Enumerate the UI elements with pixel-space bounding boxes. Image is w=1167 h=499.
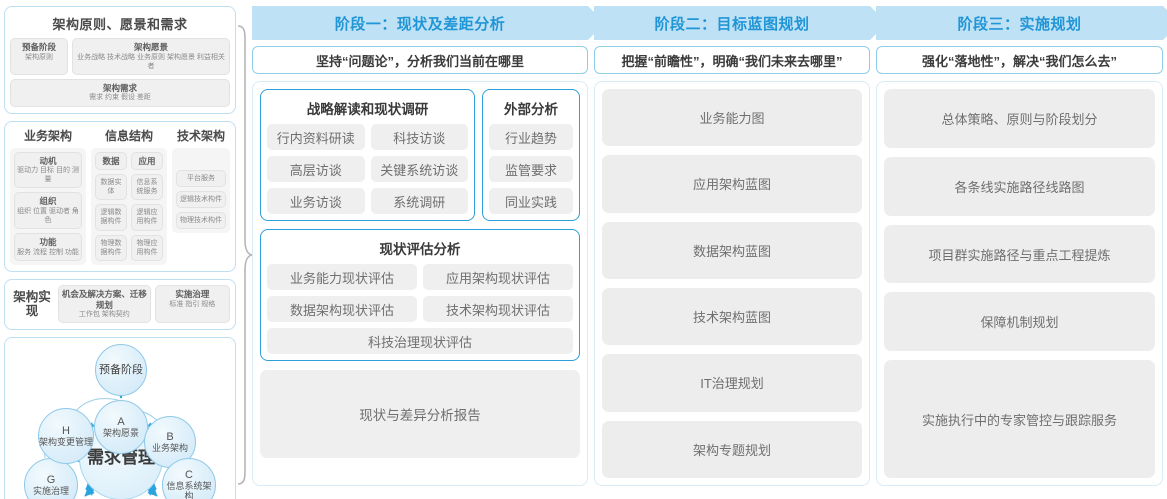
deliverable-pill[interactable]: 技术架构蓝图 <box>602 287 862 346</box>
information-structure-column: 信息结构 数据 数据实体 逻辑数据构件 物理数据构件 应用 信息系统服 <box>91 127 167 265</box>
prep-phase-sub: 架构原则 <box>25 53 53 61</box>
deliverable-pill[interactable]: 应用架构蓝图 <box>602 155 862 213</box>
phase-1-output-pill[interactable]: 现状与差异分析报告 <box>260 370 580 458</box>
architecture-principles-card: 架构原则、愿景和需求 预备阶段 架构原则 架构愿景 业务战略 技术战略 业务原则… <box>4 6 236 114</box>
phase-1-header[interactable]: 阶段一：现状及差距分析 <box>252 6 605 40</box>
prep-phase-head: 预备阶段 <box>21 42 56 52</box>
chevron-right-icon <box>1163 6 1167 40</box>
phase-2: 阶段二：目标蓝图规划 把握“前瞻性”，明确“我们未来去哪里” 业务能力图 应用架… <box>594 6 887 486</box>
phase-2-body: 业务能力图 应用架构蓝图 数据架构蓝图 技术架构蓝图 IT治理规划 架构专题规划 <box>594 81 870 486</box>
application-subcolumn: 应用 信息系统服务 逻辑应用构件 物理应用构件 <box>131 151 163 261</box>
organization-box: 组织 组织 位置 驱动者 角色 <box>14 192 82 230</box>
principles-title: 架构原则、愿景和需求 <box>52 17 188 32</box>
physical-application-component-box: 物理应用构件 <box>131 234 163 261</box>
phase-1-subtitle: 坚持“问题论”，分析我们当前在哪里 <box>252 46 588 74</box>
business-architecture-head: 业务架构 <box>23 128 72 143</box>
phase-1-header-label: 阶段一：现状及差距分析 <box>334 15 506 33</box>
data-head-box: 数据 <box>95 151 127 171</box>
physical-technology-component-box: 物理技术构件 <box>176 211 226 229</box>
vision-head: 架构愿景 <box>133 42 168 52</box>
phase-2-header[interactable]: 阶段二：目标蓝图规划 <box>594 6 887 40</box>
deliverable-pill[interactable]: 保障机制规划 <box>884 292 1155 352</box>
task-pill[interactable]: 关键系统访谈 <box>370 156 468 182</box>
opportunities-migration-box: 机会及解决方案、迁移规划 工作包 架构契约 <box>58 284 151 324</box>
task-pill[interactable]: 应用架构现状评估 <box>423 264 573 290</box>
adm-node-prep-label: 预备阶段 <box>99 364 143 377</box>
phase-1-body: 战略解读和现状调研 行内资料研读 科技访谈 高层访谈 关键系统访谈 业务访谈 系 <box>252 81 588 486</box>
task-pill[interactable]: 行业趋势 <box>489 124 573 150</box>
external-analysis-card: 外部分析 行业趋势 监管要求 同业实践 <box>482 89 580 221</box>
vision-sub: 业务战略 技术战略 业务原则 架构愿景 利益相关者 <box>77 53 225 70</box>
phase-3: 阶段三：实施规划 强化“落地性”，解决“我们怎么去” 总体策略、原则与阶段划分 … <box>876 6 1167 486</box>
physical-data-component-box: 物理数据构件 <box>95 234 127 261</box>
adm-node-prep[interactable]: 预备阶段 <box>95 344 147 397</box>
task-pill[interactable]: 技术架构现状评估 <box>423 296 573 322</box>
task-pill[interactable]: 监管要求 <box>489 156 573 182</box>
adm-node-c[interactable]: C 信息系统架构 <box>162 458 216 499</box>
realization-label: 架构实现 <box>13 289 51 319</box>
deliverable-pill[interactable]: 项目群实施路径与重点工程提炼 <box>884 224 1155 284</box>
deliverable-pill[interactable]: 业务能力图 <box>602 89 862 147</box>
strategy-research-title: 战略解读和现状调研 <box>306 102 429 117</box>
deliverable-pill[interactable]: 数据架构蓝图 <box>602 221 862 279</box>
logical-data-component-box: 逻辑数据构件 <box>95 204 127 231</box>
task-pill[interactable]: 行内资料研读 <box>267 124 365 150</box>
motivation-box: 动机 驱动力 目标 目的 测量 <box>14 151 82 189</box>
phase-3-header-label: 阶段三：实施规划 <box>957 15 1082 33</box>
deliverable-pill[interactable]: 架构专题规划 <box>602 420 862 478</box>
current-state-assessment-card: 现状评估分析 业务能力现状评估 应用架构现状评估 数据架构现状评估 技术架构现状… <box>260 229 580 361</box>
architecture-requirements-box: 架构需求 需求 约束 假设 差距 <box>10 78 230 107</box>
phase-2-header-label: 阶段二：目标蓝图规划 <box>654 15 810 33</box>
phase-2-subtitle: 把握“前瞻性”，明确“我们未来去哪里” <box>594 46 870 74</box>
external-analysis-title: 外部分析 <box>504 102 558 117</box>
information-structure-head: 信息结构 <box>104 128 153 143</box>
data-entity-box: 数据实体 <box>95 174 127 201</box>
technology-architecture-head: 技术架构 <box>176 128 225 143</box>
task-pill[interactable]: 数据架构现状评估 <box>267 296 417 322</box>
phase-3-subtitle: 强化“落地性”，解决“我们怎么去” <box>876 46 1163 74</box>
strategy-research-card: 战略解读和现状调研 行内资料研读 科技访谈 高层访谈 关键系统访谈 业务访谈 系 <box>260 89 475 221</box>
phase-3-body: 总体策略、原则与阶段划分 各条线实施路径线路图 项目群实施路径与重点工程提炼 保… <box>876 81 1163 486</box>
platform-service-box: 平台服务 <box>176 169 226 187</box>
application-head-box: 应用 <box>131 151 163 171</box>
adm-node-g[interactable]: G 实施治理 <box>24 458 78 499</box>
requirements-sub: 需求 约束 假设 差距 <box>89 94 151 102</box>
deliverable-pill[interactable]: 实施执行中的专家管控与跟踪服务 <box>884 360 1155 478</box>
implementation-governance-box: 实施治理 标准 指引 规格 <box>154 284 230 324</box>
deliverable-pill[interactable]: IT治理规划 <box>602 354 862 412</box>
phase-1: 阶段一：现状及差距分析 坚持“问题论”，分析我们当前在哪里 战略解读和现状调研 … <box>252 6 605 486</box>
technology-architecture-column: 技术架构 平台服务 逻辑技术构件 物理技术构件 <box>172 127 230 265</box>
task-pill[interactable]: 业务能力现状评估 <box>267 264 417 290</box>
phase-3-header[interactable]: 阶段三：实施规划 <box>876 6 1167 40</box>
adm-node-center-label: 需求管理 <box>87 448 155 468</box>
adm-node-a[interactable]: A 架构愿景 <box>94 400 148 455</box>
information-system-service-box: 信息系统服务 <box>131 174 163 201</box>
current-state-assessment-title: 现状评估分析 <box>379 242 461 257</box>
prep-phase-box: 预备阶段 架构原则 <box>10 38 68 75</box>
adm-node-h[interactable]: H 架构变更管理 <box>38 408 94 465</box>
deliverable-pill[interactable]: 总体策略、原则与阶段划分 <box>884 89 1155 148</box>
architecture-realization-card: 架构实现 机会及解决方案、迁移规划 工作包 架构契约 实施治理 标准 指引 规格 <box>4 278 236 331</box>
task-pill[interactable]: 高层访谈 <box>267 156 365 182</box>
deliverable-pill[interactable]: 各条线实施路径线路图 <box>884 156 1155 216</box>
task-pill[interactable]: 同业实践 <box>489 188 573 214</box>
task-pill[interactable]: 系统调研 <box>370 188 468 214</box>
logical-technology-component-box: 逻辑技术构件 <box>176 190 226 208</box>
architecture-domains-card: 业务架构 动机 驱动力 目标 目的 测量 组织 组织 位置 驱动者 角色 功能 <box>4 120 236 272</box>
requirements-head: 架构需求 <box>102 82 137 93</box>
function-box: 功能 服务 流程 控制 功能 <box>14 233 82 261</box>
architecture-vision-box: 架构愿景 业务战略 技术战略 业务原则 架构愿景 利益相关者 <box>72 38 230 75</box>
task-pill[interactable]: 科技治理现状评估 <box>267 328 573 354</box>
left-framework-panel: 架构原则、愿景和需求 预备阶段 架构原则 架构愿景 业务战略 技术战略 业务原则… <box>4 6 236 499</box>
adm-cycle-diagram: 预备阶段 需求管理 A 架构愿景 B 业务架构 C 信息系统架构 D 技术架构 <box>4 337 236 499</box>
task-pill[interactable]: 业务访谈 <box>267 188 365 214</box>
business-architecture-column: 业务架构 动机 驱动力 目标 目的 测量 组织 组织 位置 驱动者 角色 功能 <box>10 127 86 265</box>
task-pill[interactable]: 科技访谈 <box>370 124 468 150</box>
logical-application-component-box: 逻辑应用构件 <box>131 204 163 231</box>
data-subcolumn: 数据 数据实体 逻辑数据构件 物理数据构件 <box>95 151 127 261</box>
